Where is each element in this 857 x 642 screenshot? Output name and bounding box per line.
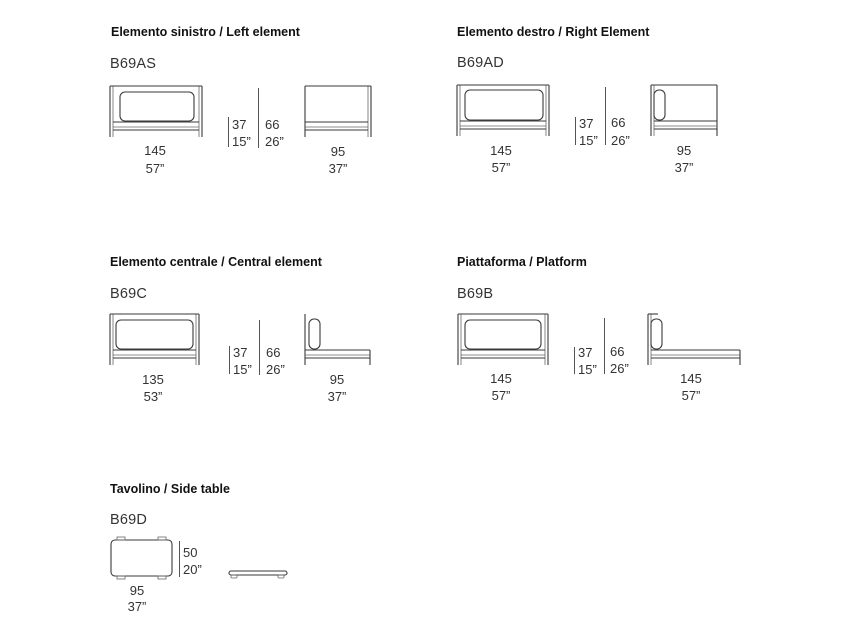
depth-cm: 145 bbox=[680, 371, 702, 386]
depth-in: 37” bbox=[328, 161, 348, 176]
total-height-line bbox=[258, 88, 259, 148]
depth-in: 37” bbox=[327, 389, 347, 404]
model-code-b69as: B69AS bbox=[110, 56, 157, 72]
seat-height-line bbox=[574, 347, 575, 374]
total-height-line bbox=[605, 87, 606, 145]
total-height-in: 26” bbox=[266, 362, 285, 377]
table-depth-cm: 50 bbox=[183, 545, 198, 560]
width-in: 57” bbox=[491, 160, 511, 175]
model-code-b69ad: B69AD bbox=[457, 55, 504, 71]
section-title-side-table: Tavolino / Side table bbox=[110, 482, 230, 496]
front-view-platform bbox=[457, 313, 549, 365]
width-cm: 145 bbox=[490, 143, 512, 158]
side-view-platform bbox=[647, 313, 741, 365]
seat-height-line bbox=[229, 346, 230, 374]
total-height-in: 26” bbox=[611, 133, 630, 148]
top-view-side-table bbox=[110, 536, 173, 580]
model-code-b69c: B69C bbox=[110, 286, 148, 302]
side-view-left-element bbox=[304, 85, 372, 137]
total-height-in: 26” bbox=[265, 134, 284, 149]
section-title-central-element: Elemento centrale / Central element bbox=[110, 255, 322, 269]
side-view-right-element bbox=[650, 84, 718, 136]
total-height-line bbox=[259, 320, 260, 375]
section-title-platform: Piattaforma / Platform bbox=[457, 255, 587, 269]
model-code-b69d: B69D bbox=[110, 512, 148, 528]
seat-height-line bbox=[228, 117, 229, 147]
depth-cm: 95 bbox=[676, 143, 692, 158]
side-view-central-element bbox=[304, 314, 371, 365]
width-cm: 145 bbox=[490, 371, 512, 386]
width-in: 37” bbox=[127, 599, 147, 614]
depth-cm: 95 bbox=[329, 372, 345, 387]
front-view-right-element bbox=[456, 84, 550, 136]
table-depth-line bbox=[179, 541, 180, 577]
front-view-central-element bbox=[109, 313, 200, 365]
width-cm: 95 bbox=[129, 583, 145, 598]
seat-height-cm: 37 bbox=[578, 345, 593, 360]
seat-height-in: 15” bbox=[232, 134, 251, 149]
depth-in: 57” bbox=[681, 388, 701, 403]
seat-height-line bbox=[575, 117, 576, 145]
depth-in: 37” bbox=[674, 160, 694, 175]
width-cm: 135 bbox=[142, 372, 164, 387]
width-in: 57” bbox=[145, 161, 165, 176]
total-height-cm: 66 bbox=[266, 345, 281, 360]
section-title-right-element: Elemento destro / Right Element bbox=[457, 25, 650, 39]
width-in: 57” bbox=[491, 388, 511, 403]
depth-cm: 95 bbox=[330, 144, 346, 159]
section-title-left-element: Elemento sinistro / Left element bbox=[111, 25, 300, 39]
model-code-b69b: B69B bbox=[457, 286, 494, 302]
total-height-line bbox=[604, 318, 605, 374]
total-height-cm: 66 bbox=[610, 344, 625, 359]
side-view-side-table bbox=[228, 570, 288, 579]
front-view-left-element bbox=[109, 85, 203, 137]
seat-height-in: 15” bbox=[579, 133, 598, 148]
width-cm: 145 bbox=[144, 143, 166, 158]
seat-height-cm: 37 bbox=[233, 345, 248, 360]
seat-height-cm: 37 bbox=[232, 117, 247, 132]
table-depth-in: 20” bbox=[183, 562, 202, 577]
width-in: 53” bbox=[143, 389, 163, 404]
seat-height-in: 15” bbox=[233, 362, 252, 377]
total-height-cm: 66 bbox=[265, 117, 280, 132]
seat-height-in: 15” bbox=[578, 362, 597, 377]
seat-height-cm: 37 bbox=[579, 116, 594, 131]
total-height-in: 26” bbox=[610, 361, 629, 376]
total-height-cm: 66 bbox=[611, 115, 626, 130]
